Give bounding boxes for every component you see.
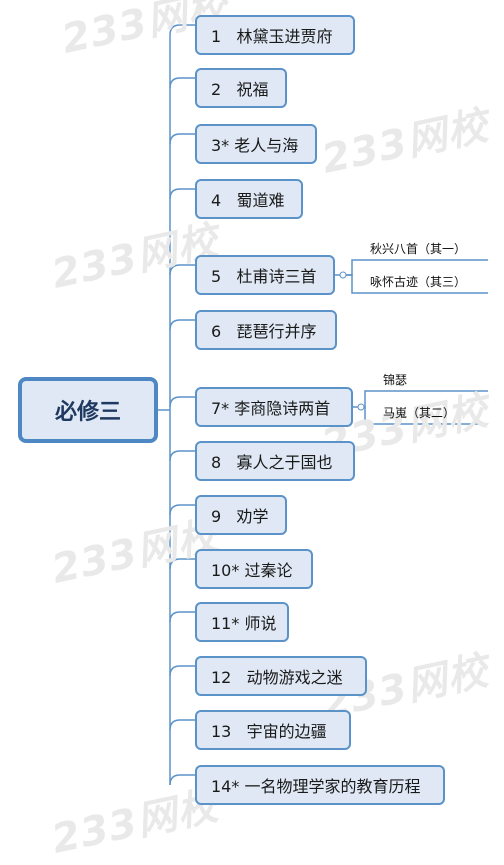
leaf-node: 咏怀古迹（其三）	[370, 275, 467, 289]
topic-node: 12 动物游戏之迷	[195, 656, 367, 696]
topic-node: 1 林黛玉进贾府	[195, 15, 355, 55]
connector-lines	[158, 24, 488, 786]
branch-line	[169, 133, 195, 145]
topic-node: 7* 李商隐诗两首	[195, 387, 353, 427]
leaf-node: 锦瑟	[383, 373, 408, 387]
topic-node: 10* 过秦论	[195, 549, 313, 589]
collapse-dot-icon	[339, 271, 347, 279]
branch-line	[169, 450, 195, 462]
topic-node: 9 劝学	[195, 495, 287, 535]
branch-line	[169, 774, 195, 786]
branch-line	[169, 319, 195, 331]
leaf-underline	[346, 274, 488, 294]
topic-node: 4 蜀道难	[195, 179, 303, 219]
root-node: 必修三	[18, 377, 158, 443]
leaf-underline	[364, 406, 488, 425]
branch-line	[169, 611, 195, 623]
topic-node: 2 祝福	[195, 68, 287, 108]
topic-node: 11* 师说	[195, 602, 289, 642]
topic-node: 14* 一名物理学家的教育历程	[195, 765, 445, 805]
topic-node: 5 杜甫诗三首	[195, 255, 335, 295]
branch-line	[169, 665, 195, 677]
topic-node: 6 琵琶行并序	[195, 310, 337, 350]
branch-line	[169, 77, 195, 89]
branch-line	[169, 504, 195, 516]
leaf-node: 马嵬（其二）	[383, 406, 456, 420]
branch-line	[169, 558, 195, 570]
branch-line	[169, 24, 195, 36]
branch-line	[169, 188, 195, 200]
topic-node: 8 寡人之于国也	[195, 441, 355, 481]
branch-line	[169, 719, 195, 731]
collapse-dot-icon	[357, 403, 365, 411]
topic-node: 3* 老人与海	[195, 124, 317, 164]
branch-line	[169, 396, 195, 408]
leaf-node: 秋兴八首（其一）	[370, 242, 467, 256]
branch-line	[169, 264, 195, 276]
topic-node: 13 宇宙的边疆	[195, 710, 351, 750]
